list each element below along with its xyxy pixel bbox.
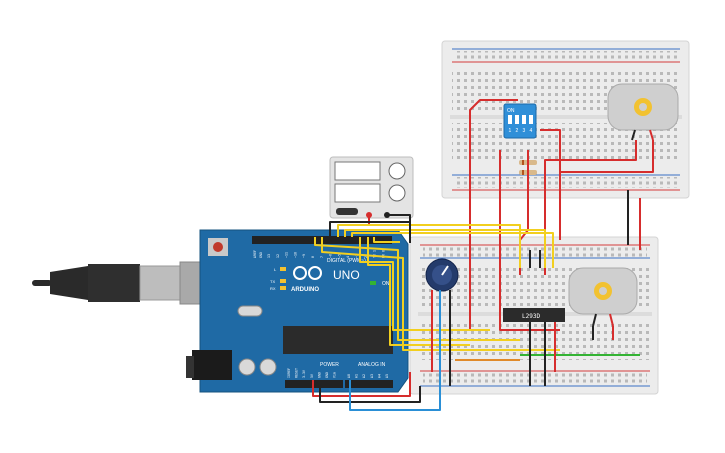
dip-switch-position-label: 2 <box>516 128 519 134</box>
aref-pin-label: AREF <box>253 250 257 258</box>
dip-switch-toggle[interactable] <box>522 115 526 124</box>
dip-switch-on-label: ON <box>507 108 515 114</box>
motor-gear-icon <box>634 98 652 116</box>
digital-pin-labels: 13 12 ~11 ~10 ~9 8 7 ~6 ~5 4 ~3 2 TX 1 RX 0 <box>267 250 385 258</box>
power-pin-label: GND <box>317 372 321 378</box>
dip-switch-position-label: 4 <box>530 128 533 134</box>
led-tx-label: TX <box>270 279 275 284</box>
analog-pin-label: A5 <box>385 374 389 378</box>
potentiometer[interactable] <box>425 258 459 292</box>
digital-pin-label: ~5 <box>337 254 341 258</box>
power-pin-label: RESET <box>295 368 299 378</box>
l293d-label: L293D <box>522 313 540 320</box>
l293d-motor-driver[interactable]: L293D <box>503 308 565 322</box>
wires <box>312 99 654 411</box>
digital-pin-label: 4 <box>346 256 350 258</box>
digital-pin-label: 13 <box>267 254 271 258</box>
dip-switch-position-label: 3 <box>523 128 526 134</box>
analog-pin-label: A0 <box>347 374 351 378</box>
digital-pin-label: 8 <box>311 256 315 258</box>
digital-pin-label: ~10 <box>293 252 297 258</box>
dip-switch-toggle[interactable] <box>508 115 512 124</box>
power-pin-label: Vin <box>333 372 337 378</box>
arduino-logo-text: ARDUINO <box>291 287 319 293</box>
arduino-model-label: UNO <box>333 268 360 282</box>
digital-pin-label: ~9 <box>302 254 306 258</box>
usb-cable-icon <box>32 261 213 305</box>
potentiometer-knob-icon <box>441 265 449 276</box>
power-pin-label: 3.3V <box>302 370 306 378</box>
led-l-label: L <box>274 267 277 272</box>
dip-switch-toggle[interactable] <box>515 115 519 124</box>
power-pin-label: GND <box>325 372 329 378</box>
power-supply[interactable] <box>329 156 414 219</box>
power-jack-icon <box>186 350 232 380</box>
digital-pwm-label: DIGITAL (PWM~) <box>327 258 366 264</box>
breadboard-top[interactable] <box>441 40 690 199</box>
digital-pin-label: 7 <box>320 256 324 258</box>
analog-pin-label: A1 <box>355 374 359 378</box>
power-pin-label: IOREF <box>287 368 291 378</box>
analog-pin-label: A4 <box>377 374 381 378</box>
digital-pin-label: TX 1 <box>373 250 377 258</box>
digital-pin-label: 12 <box>276 254 280 258</box>
digital-pin-label: ~3 <box>355 254 359 258</box>
power-label: POWER <box>320 362 339 368</box>
dip-switch-position-label: 1 <box>509 128 512 134</box>
arduino-logo-icon <box>293 266 322 280</box>
motor-top[interactable] <box>607 83 679 141</box>
digital-pin-label: ~6 <box>329 254 333 258</box>
led-rx-label: RX <box>270 286 276 291</box>
digital-pin-label: ~11 <box>285 252 289 258</box>
motor-bottom[interactable] <box>568 267 638 327</box>
on-led-label: ON <box>382 281 390 287</box>
gnd-pin-label: GND <box>259 252 263 258</box>
digital-pin-label: 2 <box>364 256 368 258</box>
power-pin-label: 5V <box>310 374 314 378</box>
analog-pin-label: A3 <box>370 374 374 378</box>
digital-pin-label: RX 0 <box>381 250 385 258</box>
analog-pin-label: A2 <box>362 374 366 378</box>
analog-in-label: ANALOG IN <box>358 362 386 368</box>
motor-gear-icon <box>594 282 612 300</box>
dip-switch-toggle[interactable] <box>529 115 533 124</box>
